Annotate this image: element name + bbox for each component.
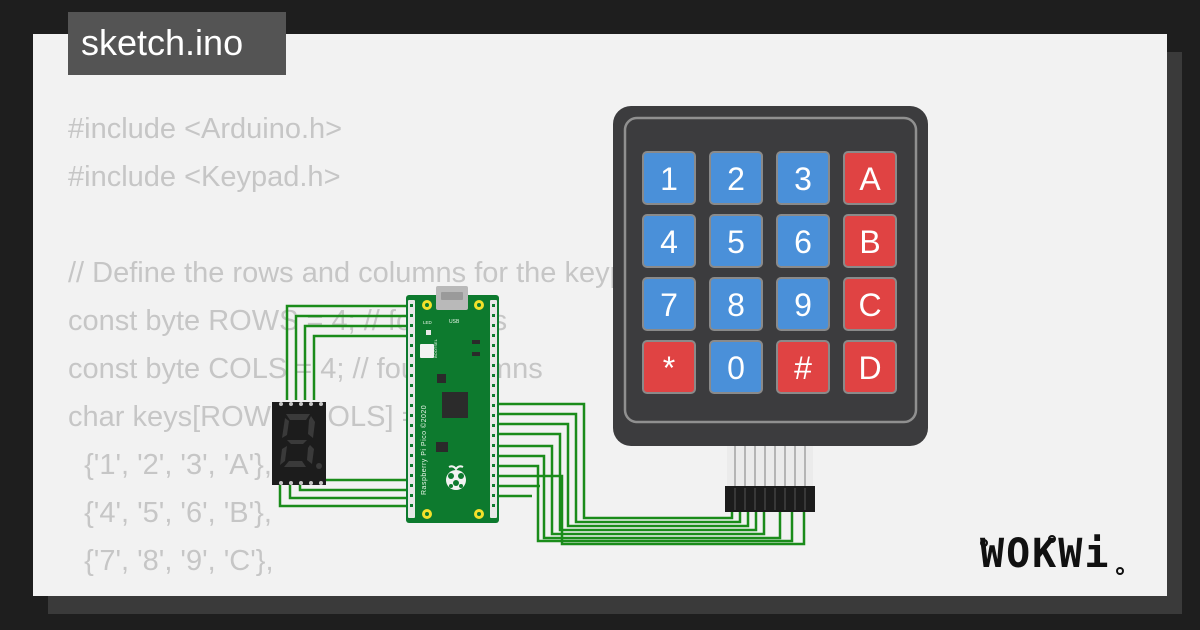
raspberry-logo-icon	[446, 465, 466, 490]
keypad-key-2-0[interactable]: 7	[642, 277, 696, 331]
keypad-key-1-3[interactable]: B	[843, 214, 897, 268]
code-line: {'4', '5', '6', 'B'},	[68, 497, 272, 529]
keypad-key-label: 8	[727, 287, 745, 323]
pico-pins	[408, 300, 497, 518]
keypad-key-2-1[interactable]: 8	[709, 277, 763, 331]
keypad-key-label: 7	[660, 287, 678, 323]
keypad-key-label: A	[859, 161, 881, 197]
keypad-key-label: 9	[794, 287, 812, 323]
keypad-key-label: 2	[727, 161, 745, 197]
keypad-key-1-1[interactable]: 5	[709, 214, 763, 268]
keypad-key-1-0[interactable]: 4	[642, 214, 696, 268]
code-line: #include <Keypad.h>	[68, 161, 341, 193]
brand-text: WOKWi	[980, 531, 1110, 577]
keypad-key-3-0[interactable]: *	[642, 340, 696, 394]
preview-card: #include <Arduino.h> #include <Keypad.h> /…	[33, 34, 1167, 596]
keypad-key-label: *	[663, 350, 675, 386]
led	[426, 330, 431, 335]
bootsel-label: BOOTSEL	[433, 338, 438, 358]
bootsel-button[interactable]	[420, 344, 434, 358]
keypad-key-0-3[interactable]: A	[843, 151, 897, 205]
rp2040-chip	[442, 392, 468, 418]
keypad-key-3-2[interactable]: #	[776, 340, 830, 394]
keypad-key-label: 1	[660, 161, 678, 197]
keypad-keys[interactable]: 1 2 3 A 4 5 6 B 7 8 9 C * 0 # D	[642, 151, 897, 394]
code-line: {'1', '2', '3', 'A'},	[68, 449, 272, 481]
keypad-key-2-3[interactable]: C	[843, 277, 897, 331]
pico-board-label: Raspberry Pi Pico ©2020	[420, 405, 428, 495]
keypad-key-label: 5	[727, 224, 745, 260]
keypad-key-3-3[interactable]: D	[843, 340, 897, 394]
code-line: // Define the rows and columns for the k…	[68, 257, 658, 289]
led-label: LED	[423, 320, 433, 325]
keypad-key-label: C	[858, 287, 881, 323]
code-line: char keys[ROWS][COLS] = {	[68, 401, 437, 433]
seven-segment-display[interactable]	[272, 402, 326, 485]
keypad-key-1-2[interactable]: 6	[776, 214, 830, 268]
usb-label: USB	[449, 319, 460, 325]
keypad-key-0-0[interactable]: 1	[642, 151, 696, 205]
keypad-key-0-2[interactable]: 3	[776, 151, 830, 205]
keypad-key-label: #	[794, 350, 812, 386]
keypad-key-label: 3	[794, 161, 812, 197]
wokwi-logo: WOKWi	[980, 531, 1124, 577]
code-line: #include <Arduino.h>	[68, 113, 343, 145]
keypad-key-0-1[interactable]: 2	[709, 151, 763, 205]
keypad-key-label: B	[859, 224, 880, 260]
pico-board[interactable]: USB LED BOOTSEL Raspberry Pi Pico ©2020	[406, 286, 499, 523]
keypad-key-label: 6	[794, 224, 812, 260]
keypad-key-label: 0	[727, 350, 745, 386]
keypad-key-3-1[interactable]: 0	[709, 340, 763, 394]
wires	[278, 304, 806, 546]
code-line: {'*', '0', '#', 'D'}	[68, 585, 658, 596]
keypad-key-label: 4	[660, 224, 678, 260]
code-line: {'7', '8', '9', 'C'},	[68, 545, 274, 577]
file-tab-title[interactable]: sketch.ino	[68, 12, 286, 75]
keypad-key-label: D	[858, 350, 881, 386]
keypad-key-2-2[interactable]: 9	[776, 277, 830, 331]
keypad-connector	[725, 446, 815, 512]
